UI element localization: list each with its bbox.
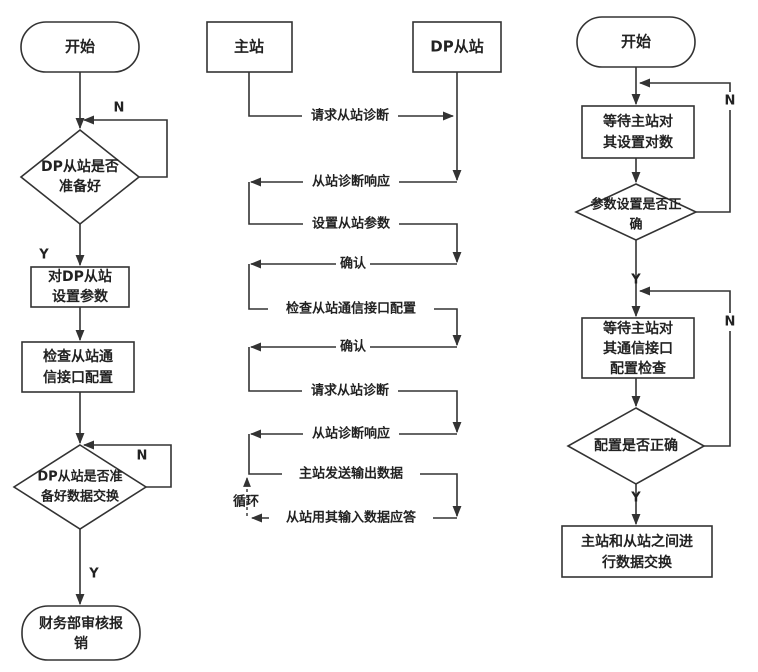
slave-station-label: DP从站 (430, 38, 483, 56)
msg-bg (302, 106, 398, 126)
msg-check-interface: 检查从站通信接口配置 (286, 301, 416, 317)
left-end-terminator (21, 605, 141, 661)
left-decision1-line1: DP从站是否 (41, 158, 119, 175)
msg-request-diag-2: 请求从站诊断 (311, 383, 389, 399)
right-process-wait-params (581, 105, 695, 159)
left-decision-slave-ready (19, 128, 141, 226)
left-no-loop-2 (82, 440, 172, 488)
right-start-label: 开始 (621, 33, 651, 51)
msg-bg (269, 508, 433, 528)
right-process2-line1: 等待主站对 (603, 320, 673, 337)
left-end-line2: 销 (74, 635, 88, 652)
left-flowchart: 开始 DP从站是否 准备好 N Y 对DP从站 设置参数 检查从站通 信接口配置… (12, 21, 172, 661)
msg-bg (282, 464, 420, 484)
middle-sequence: 主站 DP从站 请求从站诊断 从站诊断响应 设置从站参数 确认 检查从站通信接口… (206, 21, 502, 528)
right-process2-line2: 其通信接口 (603, 340, 673, 357)
msg-set-params: 设置从站参数 (312, 216, 391, 232)
left-decision-data-exchange-ready (12, 444, 148, 530)
right-label-n2: N (725, 315, 736, 330)
right-decision2-label: 配置是否正确 (594, 437, 678, 454)
right-process-wait-interface-check (581, 317, 695, 379)
left-start-label: 开始 (65, 38, 95, 56)
right-label-y2: Y (630, 491, 641, 506)
right-process-data-exchange (561, 525, 713, 578)
loop-label: 循环 (233, 494, 259, 510)
msg-bg (336, 254, 370, 274)
master-station-label: 主站 (234, 38, 264, 56)
left-decision1-line2: 准备好 (59, 178, 101, 195)
right-label-n1: N (725, 94, 736, 109)
msg-bg (303, 172, 399, 192)
master-station-box (206, 21, 293, 73)
msg-bg (303, 424, 399, 444)
msg-bg (268, 299, 434, 319)
right-no-loop-1 (638, 78, 731, 213)
msg-diag-response-2: 从站诊断响应 (312, 426, 390, 442)
right-decision1-line2: 确 (629, 217, 642, 233)
right-label-n1-bg (722, 92, 738, 110)
right-label-n2-bg (722, 313, 738, 331)
right-process1-line2: 其设置对数 (603, 134, 674, 151)
left-process2-line2: 信接口配置 (43, 369, 113, 386)
left-process1-line1: 对DP从站 (48, 268, 112, 285)
right-label-y1: Y (630, 273, 641, 288)
left-decision2-line1: DP从站是否准 (37, 469, 122, 485)
right-no-loop-2 (638, 286, 731, 447)
msg-send-output: 主站发送输出数据 (299, 466, 403, 482)
right-end-line2: 行数据交换 (601, 554, 673, 571)
right-process2-line3: 配置检查 (610, 360, 667, 377)
right-end-line1: 主站和从站之间进 (581, 533, 693, 550)
msg-confirm-2: 确认 (340, 339, 367, 355)
right-flowchart: 开始 N N 等待主站对 其设置对数 参数设置是否正 确 Y N 等待主站对 其… (561, 16, 738, 578)
msg-diag-response-1: 从站诊断响应 (312, 174, 390, 190)
left-process-check-interface (21, 341, 135, 393)
left-process2-line1: 检查从站通 (43, 348, 113, 365)
left-decision2-line2: 备好数据交换 (40, 489, 120, 505)
msg-bg (302, 381, 398, 401)
left-label-y1: Y (38, 248, 49, 263)
left-label-y2: Y (88, 567, 99, 582)
left-end-line1: 财务部审核报 (38, 615, 123, 632)
msg-bg (336, 337, 370, 357)
right-decision1-line1: 参数设置是否正 (590, 197, 681, 213)
msg-bg (303, 214, 399, 234)
left-process1-line2: 设置参数 (52, 288, 109, 305)
left-label-n1: N (114, 101, 125, 116)
left-label-n2: N (137, 449, 148, 464)
msg-confirm-1: 确认 (340, 256, 367, 272)
left-no-loop-1 (82, 115, 168, 178)
msg-request-diag-1: 请求从站诊断 (311, 108, 389, 124)
msg-reply-input: 从站用其输入数据应答 (286, 510, 417, 526)
right-process1-line1: 等待主站对 (603, 113, 673, 130)
